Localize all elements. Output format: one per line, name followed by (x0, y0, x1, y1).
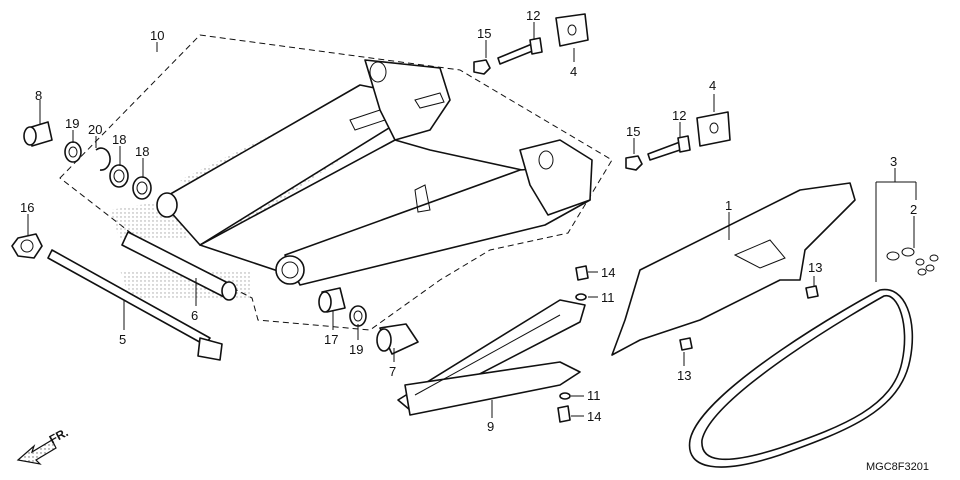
callout-2: 2 (910, 202, 917, 217)
callout-7: 7 (389, 364, 396, 379)
chain-joint-kit[interactable] (886, 247, 939, 276)
callout-19-right: 19 (349, 342, 363, 357)
callout-19-left: 19 (65, 116, 79, 131)
callout-12-right: 12 (672, 108, 686, 123)
nut-15-top[interactable] (473, 59, 491, 75)
callout-16: 16 (20, 200, 34, 215)
callout-8: 8 (35, 88, 42, 103)
bolt-14-upper[interactable] (575, 265, 589, 281)
chain-slider[interactable] (397, 299, 586, 416)
pivot-collar[interactable] (121, 231, 237, 301)
callout-11-lower: 11 (587, 388, 601, 403)
nut-15-right[interactable] (625, 155, 643, 171)
callout-1: 1 (725, 198, 732, 213)
bolt-14-lower[interactable] (557, 405, 571, 423)
pivot-bolt[interactable] (47, 249, 223, 361)
dust-seal-19-left[interactable] (64, 141, 82, 163)
callout-6: 6 (191, 308, 198, 323)
callout-4-top: 4 (570, 64, 577, 79)
front-direction-indicator: FR. (16, 425, 70, 465)
callout-11-upper: 11 (601, 290, 615, 305)
callout-14-upper: 14 (601, 265, 615, 280)
callout-20: 20 (88, 122, 102, 137)
bearing-18-b[interactable] (132, 176, 152, 200)
adjuster-bolt-12-right[interactable] (647, 135, 691, 161)
callout-18-a: 18 (112, 132, 126, 147)
callout-15-right: 15 (626, 124, 640, 139)
bushing-7[interactable] (376, 323, 419, 355)
callout-12-top: 12 (526, 8, 540, 23)
swingarm[interactable] (156, 59, 593, 286)
screw-13-lower[interactable] (679, 337, 693, 351)
snap-ring-20[interactable] (95, 147, 111, 171)
adjuster-block-4-right[interactable] (696, 111, 731, 147)
callout-5: 5 (119, 332, 126, 347)
washer-11-lower[interactable] (559, 392, 571, 400)
callout-15-top: 15 (477, 26, 491, 41)
bushing-8[interactable] (23, 121, 53, 147)
callout-9: 9 (487, 419, 494, 434)
dust-seal-19-right[interactable] (349, 305, 367, 327)
callout-10: 10 (150, 28, 164, 43)
callout-14-lower: 14 (587, 409, 601, 424)
chain-guard[interactable] (611, 182, 856, 356)
adjuster-bolt-12-top[interactable] (497, 37, 543, 65)
callout-labels: 10 8 19 20 18 18 16 6 5 17 19 7 15 12 4 … (20, 8, 917, 434)
washer-11-upper[interactable] (575, 293, 587, 301)
callout-13-lower: 13 (677, 368, 691, 383)
bearing-18-a[interactable] (109, 164, 129, 188)
adjuster-block-4-top[interactable] (555, 13, 589, 47)
callout-18-b: 18 (135, 144, 149, 159)
callout-17: 17 (324, 332, 338, 347)
callout-3: 3 (890, 154, 897, 169)
callout-4-right: 4 (709, 78, 716, 93)
diagram-code: MGC8F3201 (866, 461, 929, 473)
needle-bearing-17[interactable] (318, 287, 346, 313)
drive-chain[interactable] (688, 288, 914, 468)
screw-13-upper[interactable] (805, 285, 819, 299)
front-arrow-icon (16, 439, 57, 465)
leader-lines (27, 22, 917, 418)
pivot-nut[interactable] (11, 233, 43, 259)
callout-13-upper: 13 (808, 260, 822, 275)
